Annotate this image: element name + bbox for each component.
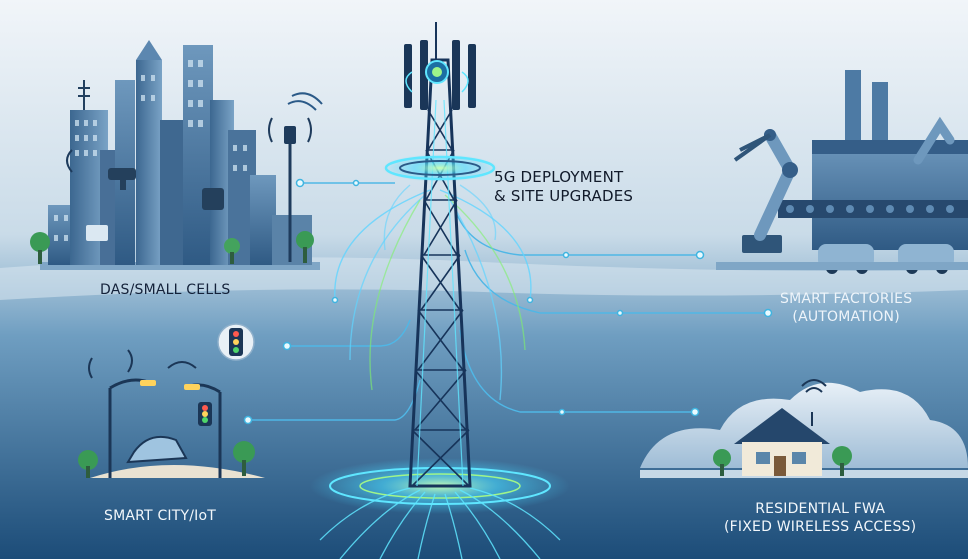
traffic-light-icon <box>217 323 255 361</box>
label-smart-city-text: SMART CITY/IoT <box>104 508 217 524</box>
label-5g-deployment-line1: 5G DEPLOYMENT <box>494 168 624 186</box>
house-icon <box>640 379 968 478</box>
label-5g-deployment: 5G DEPLOYMENT & SITE UPGRADES <box>494 168 633 206</box>
label-smart-factories-line1: SMART FACTORIES <box>780 291 913 307</box>
label-smart-city: SMART CITY/IoT <box>104 508 216 526</box>
label-residential-fwa-line1: RESIDENTIAL FWA <box>755 501 886 517</box>
cell-tower-icon <box>310 22 570 559</box>
city-skyline-icon <box>30 40 323 270</box>
label-residential-fwa: RESIDENTIAL FWA (FIXED WIRELESS ACCESS) <box>724 501 916 536</box>
label-5g-deployment-line2: & SITE UPGRADES <box>494 186 634 205</box>
label-das-small-cells: DAS/SMALL CELLS <box>100 282 230 300</box>
label-residential-fwa-line2: (FIXED WIRELESS ACCESS) <box>724 518 917 535</box>
factory-robot-icon <box>716 70 968 274</box>
label-das-small-cells-text: DAS/SMALL CELLS <box>100 282 231 298</box>
connection-lines <box>248 182 768 421</box>
streetlight-icon <box>78 349 265 478</box>
connection-nodes <box>243 178 773 425</box>
label-smart-factories: SMART FACTORIES (AUTOMATION) <box>780 291 912 326</box>
label-smart-factories-line2: (AUTOMATION) <box>792 308 900 325</box>
